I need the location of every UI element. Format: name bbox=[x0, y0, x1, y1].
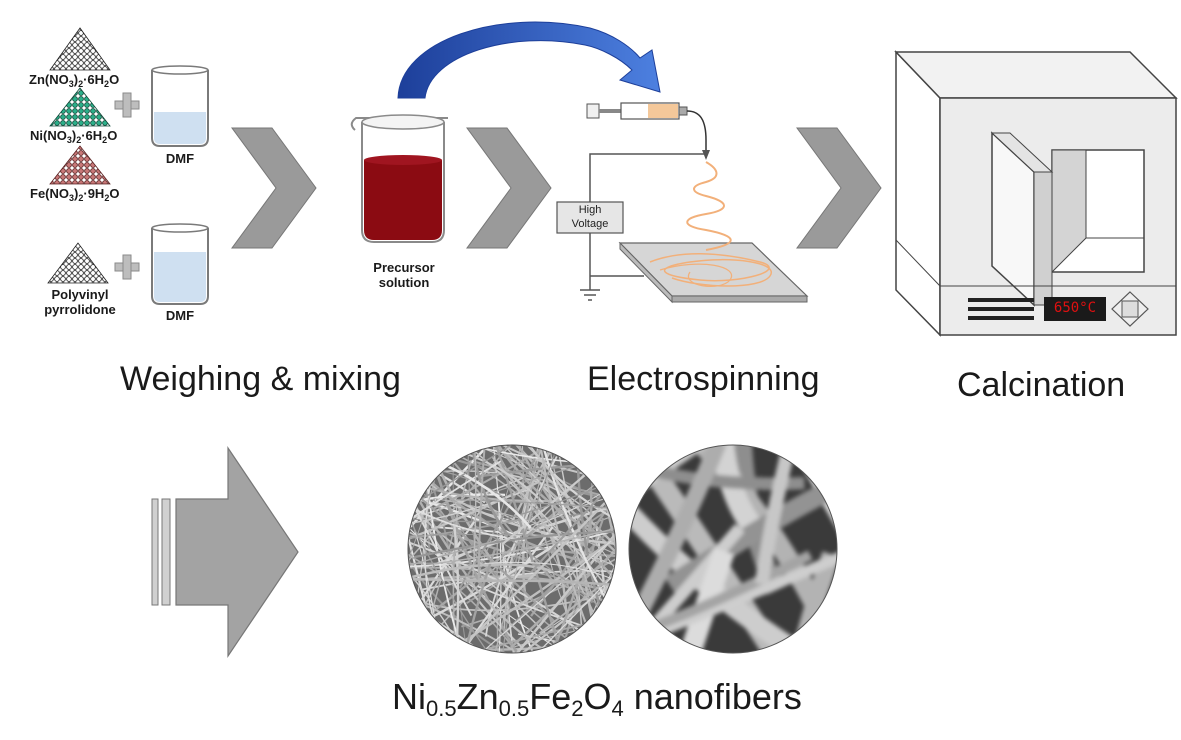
high-voltage-label: High Voltage bbox=[571, 204, 609, 230]
furnace-icon bbox=[894, 50, 1178, 337]
ni-nitrate-label: Ni(NO3)2·6H2O bbox=[30, 128, 118, 145]
dmf-beaker-icon bbox=[151, 65, 209, 147]
sem-fiber bbox=[434, 511, 616, 565]
chevron-arrow-icon bbox=[466, 127, 552, 249]
sem-fiber bbox=[476, 563, 616, 653]
sem-fiber bbox=[432, 445, 616, 510]
sem-fiber bbox=[477, 445, 491, 583]
furnace-dial-icon bbox=[1111, 291, 1149, 327]
fiber-jet-icon bbox=[649, 161, 773, 287]
fe-nitrate-label: Fe(NO3)2·9H2O bbox=[30, 186, 120, 203]
sem-fiber bbox=[408, 445, 512, 635]
pvp-label: Polyvinyl pyrrolidone bbox=[44, 287, 116, 317]
zn-nitrate-label: Zn(NO3)2·6H2O bbox=[29, 72, 120, 89]
sem-fiber bbox=[530, 445, 616, 617]
dmf-label-bottom: DMF bbox=[165, 308, 195, 323]
sem-fiber bbox=[506, 445, 616, 524]
sem-fiber bbox=[408, 497, 586, 523]
sem-fiber bbox=[487, 445, 502, 653]
dmf-label-top: DMF bbox=[165, 151, 195, 166]
high-voltage-box bbox=[556, 201, 624, 234]
sem-fiber bbox=[413, 530, 616, 559]
sem-fiber bbox=[484, 561, 616, 604]
sem-fiber bbox=[423, 445, 598, 499]
pvp-powder-icon bbox=[47, 242, 109, 284]
sem-fiber bbox=[535, 445, 616, 526]
sem-fiber bbox=[408, 459, 593, 604]
sem-fiber bbox=[512, 445, 580, 564]
precursor-beaker-icon bbox=[350, 114, 448, 243]
ground-icon bbox=[580, 289, 600, 301]
collector-plate-icon bbox=[618, 241, 809, 304]
sem-fiber bbox=[779, 551, 837, 653]
sem-fiber bbox=[629, 445, 727, 653]
syringe-icon bbox=[586, 102, 710, 160]
sem-fiber bbox=[408, 460, 502, 554]
flow-arrow-icon bbox=[397, 21, 661, 99]
chevron-arrow-icon bbox=[796, 127, 882, 249]
product-label: Ni0.5Zn0.5Fe2O4 nanofibers bbox=[392, 676, 802, 721]
stage-label-electrospinning: Electrospinning bbox=[587, 360, 820, 398]
sem-fiber bbox=[408, 525, 581, 632]
sem-fiber bbox=[420, 569, 616, 591]
ni-nitrate-powder-icon bbox=[49, 87, 111, 127]
plus-icon bbox=[114, 254, 140, 280]
sem-fiber bbox=[552, 462, 616, 653]
chevron-arrow-icon bbox=[231, 127, 317, 249]
sem-fiber bbox=[408, 445, 447, 589]
sem-fiber bbox=[408, 531, 609, 568]
plus-icon bbox=[114, 92, 140, 118]
zn-nitrate-powder-icon bbox=[49, 27, 111, 71]
dmf-beaker-icon bbox=[151, 223, 209, 305]
sem-fiber bbox=[441, 445, 576, 508]
circuit-wire bbox=[589, 153, 707, 290]
sem-fiber bbox=[408, 445, 556, 544]
sem-fiber bbox=[553, 497, 616, 641]
furnace-temperature-display: 650°C bbox=[1053, 300, 1097, 316]
result-arrow-icon bbox=[151, 446, 299, 658]
sem-fiber bbox=[647, 469, 809, 653]
sem-fiber bbox=[460, 548, 616, 653]
sem-fiber bbox=[408, 518, 521, 545]
sem-fiber bbox=[480, 445, 560, 646]
sem-fiber bbox=[408, 445, 532, 529]
sem-fiber bbox=[479, 540, 612, 653]
sem-fiber bbox=[408, 445, 443, 653]
sem-fiber bbox=[452, 518, 481, 653]
furnace-control-panel bbox=[968, 297, 1106, 321]
sem-fiber bbox=[541, 531, 616, 649]
stage-label-calcination: Calcination bbox=[957, 366, 1126, 404]
sem-fiber bbox=[503, 445, 559, 632]
sem-fiber bbox=[463, 481, 616, 642]
sem-fiber bbox=[575, 445, 616, 653]
sem-fiber bbox=[408, 540, 493, 591]
precursor-solution-label: Precursor solution bbox=[373, 260, 435, 290]
stage-label-mixing: Weighing & mixing bbox=[120, 360, 401, 398]
sem-fiber bbox=[478, 445, 616, 487]
sem-fiber bbox=[661, 547, 735, 653]
sem-fiber bbox=[442, 525, 460, 653]
fe-nitrate-powder-icon bbox=[49, 145, 111, 185]
sem-fiber bbox=[408, 445, 505, 653]
sem-fiber bbox=[408, 478, 525, 542]
sem-fiber bbox=[408, 445, 523, 593]
sem-fiber bbox=[464, 579, 616, 597]
sem-fiber bbox=[710, 445, 767, 542]
